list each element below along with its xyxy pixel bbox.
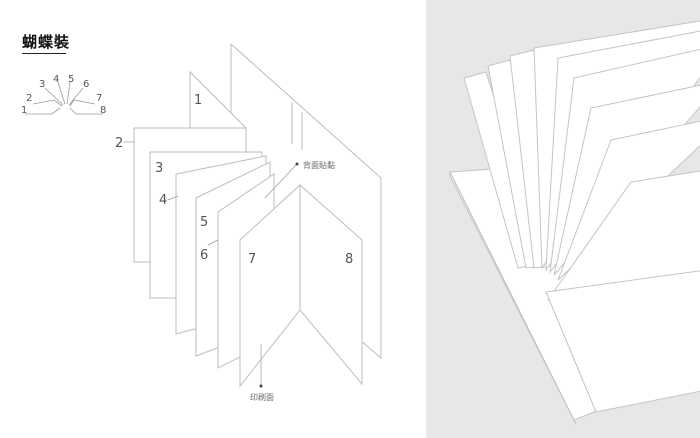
- printed-side-label: 印刷面: [250, 393, 274, 402]
- page-number: 4: [159, 193, 167, 208]
- title-underline: [22, 53, 66, 54]
- book-illustration: [449, 20, 700, 425]
- spine-glue-label: 背面貼黏: [303, 160, 335, 170]
- page-title: 蝴蝶裝: [22, 33, 71, 51]
- page-number: 8: [345, 252, 353, 267]
- legend-number: 3: [39, 79, 45, 90]
- fold-legend: [25, 81, 103, 115]
- page-number: 3: [155, 161, 163, 176]
- legend-number: 2: [26, 93, 32, 104]
- page-number: 7: [248, 252, 256, 267]
- legend-number: 7: [96, 93, 102, 104]
- butterfly-binding-diagram: 1 2 3 4 5 6 7 8: [21, 42, 382, 402]
- page-number: 5: [200, 215, 208, 230]
- leaf-8: [299, 183, 363, 386]
- legend-numbers: 1 2 3 4 5 6 7 8: [21, 74, 106, 116]
- legend-number: 1: [21, 105, 27, 116]
- legend-number: 5: [68, 74, 74, 85]
- page-number: 2: [115, 136, 123, 151]
- legend-number: 8: [100, 105, 106, 116]
- front-leaf: [545, 270, 700, 413]
- legend-number: 4: [53, 74, 59, 85]
- page-number: 1: [194, 93, 202, 108]
- callout-dot: [295, 162, 299, 166]
- photo-panel: [426, 0, 700, 438]
- page-number: 6: [200, 248, 208, 263]
- callout-dot: [259, 384, 263, 388]
- page-numbers: 1 2 3 4 5 6 7 8: [115, 93, 353, 267]
- base-edge: [449, 171, 577, 425]
- legend-number: 6: [83, 79, 89, 90]
